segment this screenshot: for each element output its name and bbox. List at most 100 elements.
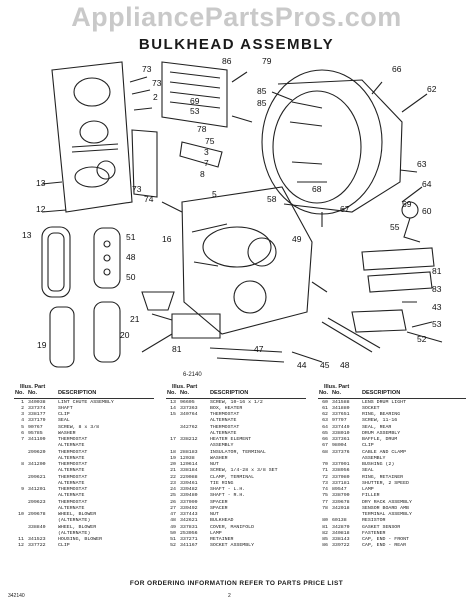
part-description: NUT xyxy=(210,512,219,517)
illus-number: 74 xyxy=(322,487,328,492)
callout-label: 48 xyxy=(126,252,136,262)
callout-label: 50 xyxy=(126,272,136,282)
callout-label: 73 xyxy=(142,64,152,74)
illus-number: 77 xyxy=(322,499,328,505)
part-number: 95785 xyxy=(28,430,43,436)
part-description: (ALTERNATE) xyxy=(58,518,91,524)
part-number: 337080 xyxy=(332,474,350,480)
illus-number: 5 xyxy=(21,424,24,430)
part-number: 339480 xyxy=(180,493,198,499)
part-description: THERMOSTAT xyxy=(210,424,240,430)
part-number: 341588 xyxy=(332,399,350,405)
part-number: 337376 xyxy=(332,449,350,455)
part-number: 299678 xyxy=(28,512,46,517)
parts-row: ALTERNATE xyxy=(14,468,154,474)
part-number: 299620 xyxy=(28,449,46,455)
part-description: THERMOSTAT xyxy=(58,449,88,455)
part-description: RETAINER xyxy=(210,537,234,542)
part-description: ALTERNATE xyxy=(58,443,85,449)
part-description: SHUTTER, 2 SPEED xyxy=(362,480,409,486)
header-illus: Illus. xyxy=(20,384,33,390)
illus-number: 2 xyxy=(21,405,24,411)
part-number: 338143 xyxy=(332,537,350,542)
header-no: No. xyxy=(14,390,24,397)
callout-label: 53 xyxy=(190,106,200,116)
callout-label: 83 xyxy=(432,284,442,294)
header-part: Part xyxy=(186,384,198,390)
header-description: DESCRIPTION xyxy=(58,390,97,397)
illus-number: 86 xyxy=(322,543,328,549)
callout-label: 16 xyxy=(162,234,172,244)
illus-number: 12 xyxy=(18,543,24,549)
illus-number: 27 xyxy=(170,505,176,511)
page-title: BULKHEAD ASSEMBLY xyxy=(138,36,335,53)
parts-row: (ALTERNATE) xyxy=(14,531,154,537)
part-description: THERMOSTAT xyxy=(210,412,240,417)
part-description: WHEEL, BLOWER xyxy=(58,512,97,517)
part-description: SCREW, 11-16 xyxy=(362,418,398,424)
part-description: TERMINAL ASSEMBLY xyxy=(362,512,412,517)
exploded-parts-diagram: 73 73 2 69 53 86 79 85 85 78 75 3 7 8 73… xyxy=(22,56,443,370)
part-description: DRUM ASSEMBLY xyxy=(362,430,401,436)
part-number: 337374 xyxy=(28,405,46,411)
illus-number: 48 xyxy=(170,518,176,524)
callout-label: 60 xyxy=(422,206,432,216)
callout-label: 58 xyxy=(267,194,277,204)
part-number: 337443 xyxy=(180,512,198,517)
part-description: ALTERNATE xyxy=(58,480,85,486)
part-description: RING, BEARING xyxy=(362,412,401,417)
part-description: SCREW, 10-16 x 1/2 xyxy=(210,399,263,405)
callout-label: 7 xyxy=(204,158,209,168)
illus-number: 78 xyxy=(322,505,328,511)
callout-label: 8 xyxy=(200,169,205,179)
callout-label: 59 xyxy=(402,199,412,209)
callout-label: 2 xyxy=(153,92,158,102)
part-description: BOX, HEATER xyxy=(210,405,243,411)
part-description: THERMOSTAT xyxy=(58,462,88,467)
illus-number: 68 xyxy=(322,449,328,455)
illus-number: 10 xyxy=(18,512,24,517)
part-number: 339461 xyxy=(180,480,198,486)
illus-number: 66 xyxy=(322,437,328,442)
part-number: 338177 xyxy=(28,412,46,417)
part-description: (ALTERNATE) xyxy=(58,530,91,536)
part-description: CLAMP, TERMINAL xyxy=(210,474,255,480)
part-description: LAMP xyxy=(210,530,222,536)
header-part-no: No. xyxy=(180,390,190,397)
part-number: 342762 xyxy=(180,424,198,430)
part-description: CAP, END - FRONT xyxy=(362,537,409,542)
column-header: Illus. Part No.No.DESCRIPTION xyxy=(318,384,466,399)
illus-number: 62 xyxy=(322,412,328,417)
part-number: 339678 xyxy=(332,499,350,505)
callout-label: 47 xyxy=(254,344,264,354)
part-description: SHAFT - R.H. xyxy=(210,493,246,499)
illus-number: 11 xyxy=(18,537,24,542)
part-description: SPACER xyxy=(210,505,228,511)
part-description: FASTENER xyxy=(362,530,386,536)
illus-number: 85 xyxy=(322,537,328,542)
illus-number: 81 xyxy=(322,524,328,530)
part-number: 337179 xyxy=(28,418,46,424)
parts-row: TERMINAL ASSEMBLY xyxy=(318,512,466,518)
callout-label: 52 xyxy=(417,334,427,344)
part-number: 341200 xyxy=(28,462,46,467)
